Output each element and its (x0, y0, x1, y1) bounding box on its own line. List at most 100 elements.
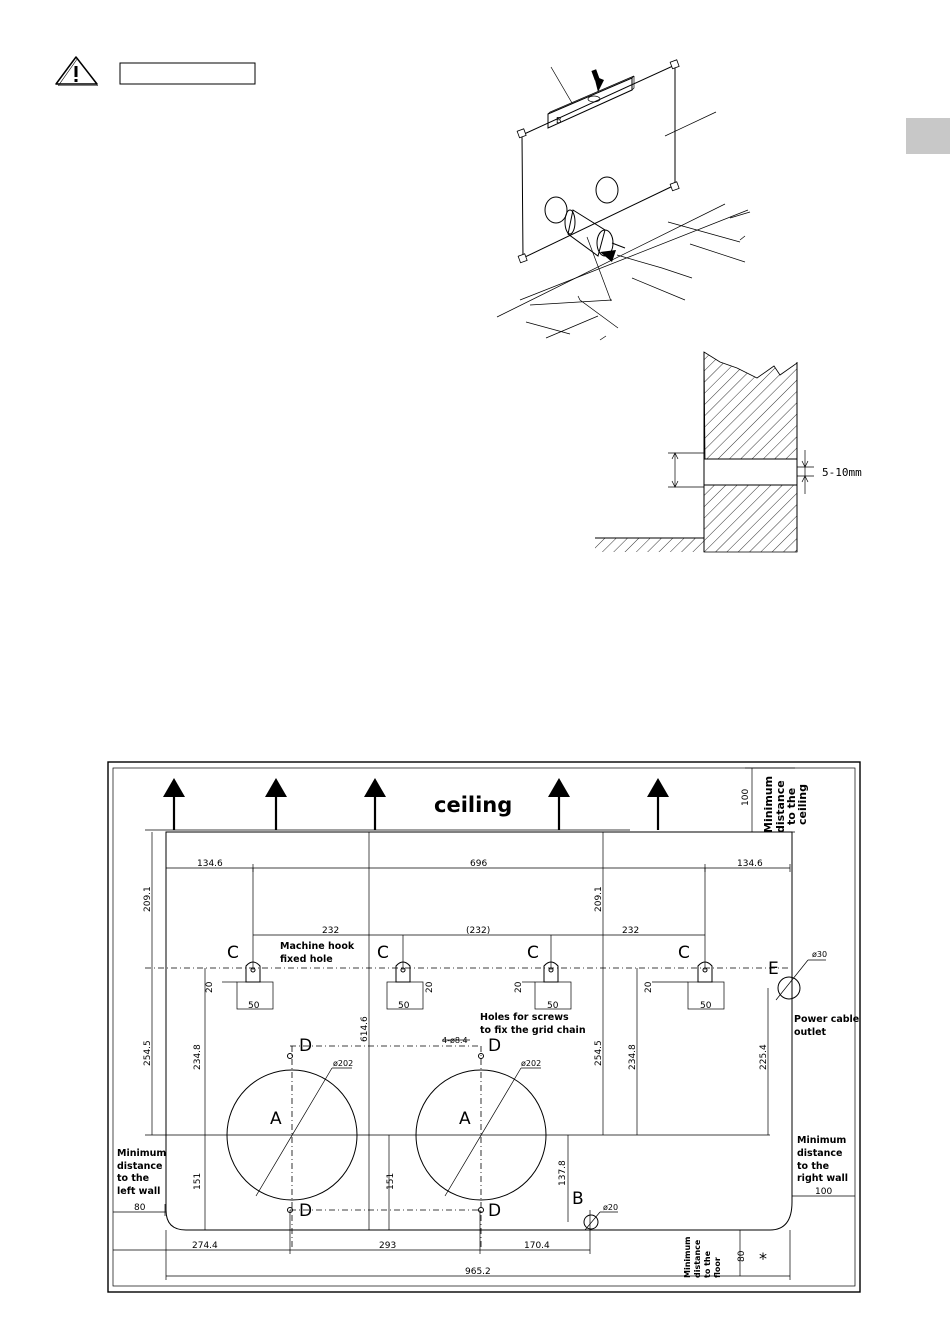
svg-text:Machine hook: Machine hook (280, 941, 355, 952)
svg-text:ø30: ø30 (812, 950, 827, 959)
svg-text:distance: distance (117, 1161, 163, 1172)
svg-text:to fix the grid chain: to fix the grid chain (480, 1025, 586, 1036)
svg-text:ceiling: ceiling (796, 784, 809, 825)
letter-e: E (768, 959, 779, 979)
svg-text:254.5: 254.5 (143, 1040, 153, 1066)
ceiling-arrows (163, 778, 669, 830)
svg-text:ø202: ø202 (333, 1059, 353, 1068)
svg-text:614.6: 614.6 (360, 1016, 370, 1042)
installation-drawing (107, 761, 861, 1293)
svg-text:100: 100 (815, 1187, 832, 1197)
power-cable-hole (777, 976, 801, 1000)
svg-text:80: 80 (134, 1203, 146, 1213)
svg-text:20: 20 (425, 981, 435, 993)
letter-c: C (527, 943, 539, 963)
svg-text:to the: to the (703, 1250, 712, 1278)
screw-holes-label: Holes for screws to fix the grid chain (480, 1012, 586, 1036)
svg-text:floor: floor (713, 1257, 722, 1278)
svg-text:outlet: outlet (794, 1027, 827, 1038)
fan-hole-left (226, 1069, 358, 1201)
letter-a: A (459, 1109, 471, 1129)
svg-text:fixed hole: fixed hole (280, 954, 333, 965)
hook-hole-label: Machine hook fixed hole (280, 941, 355, 965)
svg-text:ø202: ø202 (521, 1059, 541, 1068)
svg-text:80: 80 (737, 1250, 747, 1262)
svg-text:209.1: 209.1 (143, 886, 153, 912)
letter-a: A (270, 1109, 282, 1129)
svg-text:to the: to the (797, 1161, 829, 1172)
wall-section-detail (595, 351, 814, 553)
svg-text:to the: to the (785, 788, 798, 825)
power-cable-outlet-label: Power cable outlet (794, 1014, 859, 1038)
fan-hole-right (415, 1069, 547, 1201)
svg-text:right wall: right wall (797, 1173, 848, 1184)
svg-text:50: 50 (700, 1001, 712, 1011)
letter-b: B (572, 1189, 584, 1209)
svg-text:50: 50 (547, 1001, 559, 1011)
svg-text:Minimum: Minimum (797, 1135, 846, 1146)
letter-c: C (678, 943, 690, 963)
svg-text:254.5: 254.5 (594, 1040, 604, 1066)
svg-text:50: 50 (398, 1001, 410, 1011)
svg-text:B: B (556, 116, 562, 125)
svg-text:137.8: 137.8 (558, 1160, 568, 1186)
svg-text:left wall: left wall (117, 1186, 160, 1197)
min-floor-label: Minimum distance to the floor (683, 1236, 722, 1278)
letter-d: D (488, 1036, 501, 1056)
svg-text:distance: distance (797, 1148, 843, 1159)
min-ceiling-label: Minimum distance to the ceiling (762, 776, 809, 833)
side-tab (906, 118, 950, 154)
svg-text:209.1: 209.1 (594, 886, 604, 912)
part-letters: C C C C E D D D D A A B (227, 943, 779, 1221)
asterisk-mark: * (759, 1249, 767, 1268)
min-right-wall-label: Minimum distance to the right wall (797, 1135, 848, 1184)
ceiling-label: ceiling (434, 793, 512, 817)
svg-text:234.8: 234.8 (193, 1044, 203, 1070)
svg-text:234.8: 234.8 (628, 1044, 638, 1070)
hook-bracket (652, 961, 725, 1010)
mounting-template-illustration: B (496, 59, 751, 341)
svg-text:274.4: 274.4 (192, 1241, 218, 1251)
svg-text:Power cable: Power cable (794, 1014, 859, 1025)
svg-text:151: 151 (386, 1173, 396, 1190)
dimension-labels: 100 134.6 696 134.6 209.1 209.1 232 (232… (134, 789, 832, 1277)
svg-text:Minimum: Minimum (117, 1148, 166, 1159)
svg-text:distance: distance (693, 1239, 702, 1278)
svg-text:232: 232 (322, 926, 339, 936)
svg-text:151: 151 (193, 1173, 203, 1190)
svg-text:170.4: 170.4 (524, 1241, 550, 1251)
hook-bracket (222, 961, 274, 1010)
svg-text:20: 20 (205, 981, 215, 993)
svg-text:134.6: 134.6 (197, 859, 223, 869)
svg-text:965.2: 965.2 (465, 1267, 491, 1277)
letter-d: D (488, 1201, 501, 1221)
svg-text:696: 696 (470, 859, 487, 869)
svg-text:4-ø8.4: 4-ø8.4 (442, 1036, 468, 1045)
svg-text:134.6: 134.6 (737, 859, 763, 869)
warning-triangle-icon (55, 56, 99, 86)
letter-d: D (299, 1036, 312, 1056)
min-left-wall-label: Minimum distance to the left wall (117, 1148, 166, 1197)
svg-text:50: 50 (248, 1001, 260, 1011)
svg-text:Minimum: Minimum (762, 776, 775, 833)
gap-dimension-label: 5-10mm (822, 466, 862, 479)
svg-text:Minimum: Minimum (683, 1236, 692, 1278)
svg-text:to the: to the (117, 1173, 149, 1184)
hook-bracket (522, 961, 572, 1010)
svg-text:20: 20 (644, 981, 654, 993)
letter-c: C (227, 943, 239, 963)
svg-text:(232): (232) (466, 926, 490, 936)
svg-text:20: 20 (514, 981, 524, 993)
svg-text:ø20: ø20 (603, 1203, 618, 1212)
hook-bracket (386, 961, 424, 1010)
svg-text:distance: distance (774, 780, 787, 833)
svg-text:Holes for screws: Holes for screws (480, 1012, 569, 1023)
svg-text:293: 293 (379, 1241, 396, 1251)
svg-text:225.4: 225.4 (759, 1044, 769, 1070)
letter-c: C (377, 943, 389, 963)
svg-text:100: 100 (741, 789, 751, 806)
letter-d: D (299, 1201, 312, 1221)
warning-label-box (119, 62, 256, 85)
svg-text:232: 232 (622, 926, 639, 936)
